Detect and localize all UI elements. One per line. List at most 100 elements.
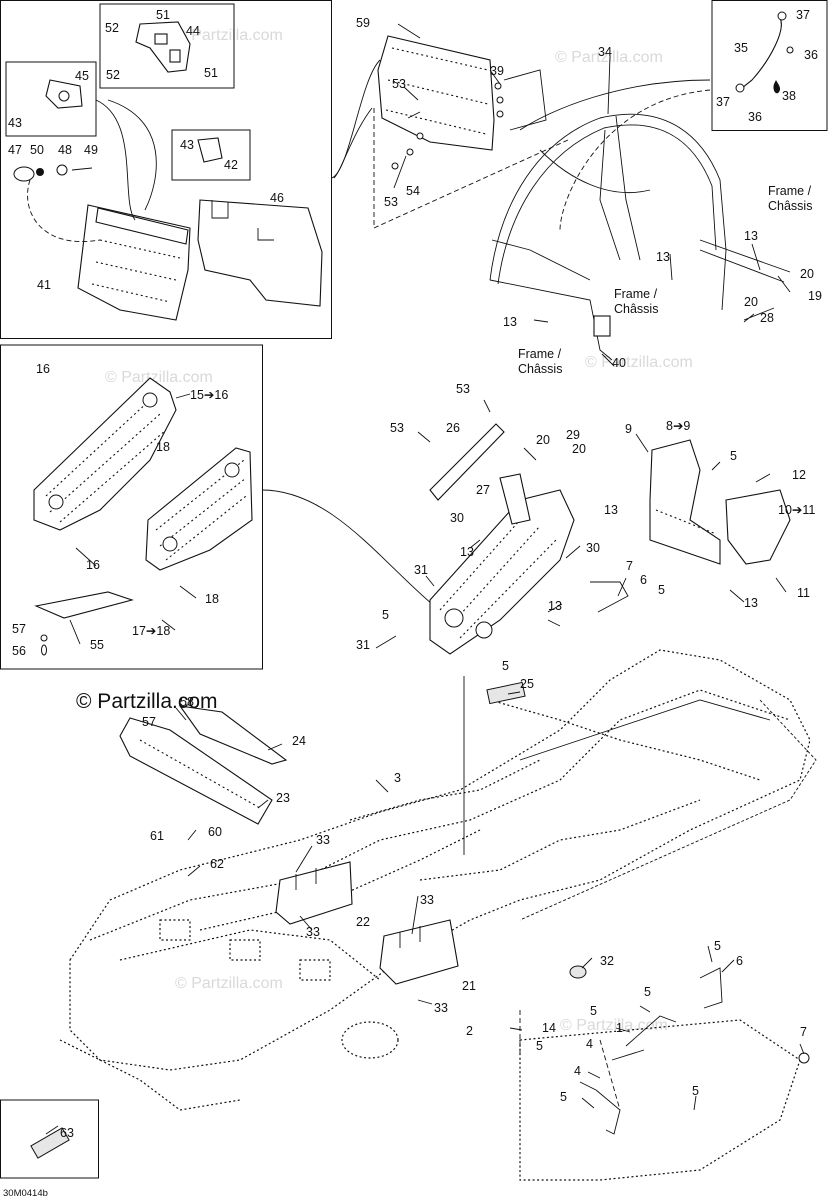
belt-inset — [711, 0, 828, 131]
right-bracket — [649, 439, 791, 565]
watermark-faint: © Partzilla.com — [555, 49, 663, 66]
label-5: 5 — [714, 939, 721, 953]
label-23: 23 — [276, 791, 290, 805]
watermark-faint: © Partzilla.com — [175, 27, 283, 44]
label-62: 62 — [210, 857, 224, 871]
label-18: 18 — [205, 592, 219, 606]
label-12: 12 — [792, 468, 806, 482]
diagram-code: 30M0414b — [3, 1188, 48, 1199]
label-60: 60 — [208, 825, 222, 839]
roll-cage — [489, 79, 791, 361]
label-33: 33 — [316, 833, 330, 847]
label-6: 6 — [640, 573, 647, 587]
label-14: 14 — [542, 1021, 556, 1035]
label-42: 42 — [224, 158, 238, 172]
label-53: 53 — [392, 77, 406, 91]
label-13: 13 — [503, 315, 517, 329]
label-24: 24 — [292, 734, 306, 748]
linkage-parts — [519, 581, 810, 1135]
label-50: 50 — [30, 143, 44, 157]
label-1: 1 — [616, 1021, 623, 1035]
label-45: 45 — [75, 69, 89, 83]
label-37: 37 — [796, 8, 810, 22]
label-41: 41 — [37, 278, 51, 292]
label-5: 5 — [590, 1004, 597, 1018]
note-frame-low-2: Châssis — [518, 362, 562, 376]
label-32: 32 — [600, 954, 614, 968]
label-16: 16 — [36, 362, 50, 376]
label-5: 5 — [382, 608, 389, 622]
watermark-faint: © Partzilla.com — [175, 975, 283, 992]
watermark-faint: © Partzilla.com — [560, 1017, 668, 1034]
label-57: 57 — [142, 715, 156, 729]
label-49: 49 — [84, 143, 98, 157]
label-30: 30 — [450, 511, 464, 525]
label-40: 40 — [612, 356, 626, 370]
label-53: 53 — [456, 382, 470, 396]
label-58: 58 — [180, 695, 194, 709]
label-4: 4 — [574, 1064, 581, 1078]
label-31: 31 — [356, 638, 370, 652]
label-46: 46 — [270, 191, 284, 205]
label-16: 16 — [86, 558, 100, 572]
label-5: 5 — [658, 583, 665, 597]
label-7: 7 — [800, 1025, 807, 1039]
leader-lines — [45, 23, 805, 1135]
label-39: 39 — [490, 64, 504, 78]
label-5: 5 — [560, 1090, 567, 1104]
label-3: 3 — [394, 771, 401, 785]
center-panel — [429, 423, 575, 855]
label-9: 9 — [625, 422, 632, 436]
label-29: 29 — [566, 428, 580, 442]
label-26: 26 — [446, 421, 460, 435]
label-51: 51 — [204, 66, 218, 80]
label-33: 33 — [306, 925, 320, 939]
label-48: 48 — [58, 143, 72, 157]
label-7: 7 — [626, 559, 633, 573]
label-13: 13 — [744, 229, 758, 243]
label-51: 51 — [156, 8, 170, 22]
label-36: 36 — [804, 48, 818, 62]
label-5: 5 — [536, 1039, 543, 1053]
label-43: 43 — [8, 116, 22, 130]
label-6: 6 — [736, 954, 743, 968]
part-labels: 52 51 44 52 51 45 43 43 42 47 50 48 49 4… — [8, 8, 822, 1140]
label-4: 4 — [586, 1037, 593, 1051]
label-13: 13 — [460, 545, 474, 559]
label-37: 37 — [716, 95, 730, 109]
label-20: 20 — [800, 267, 814, 281]
label-5: 5 — [644, 985, 651, 999]
note-frame-mid-1: Frame / — [614, 287, 658, 301]
label-2: 2 — [466, 1024, 473, 1038]
label-21: 21 — [462, 979, 476, 993]
label-44: 44 — [186, 24, 200, 38]
label-20: 20 — [744, 295, 758, 309]
shields — [30, 681, 587, 1159]
watermark-faint: © Partzilla.com — [585, 354, 693, 371]
label-59: 59 — [356, 16, 370, 30]
note-frame-top-1: Frame / — [768, 184, 812, 198]
watermark-faint: © Partzilla.com — [105, 369, 213, 386]
label-5: 5 — [692, 1084, 699, 1098]
label-34: 34 — [598, 45, 612, 59]
label-20: 20 — [572, 442, 586, 456]
label-57: 57 — [12, 622, 26, 636]
label-5: 5 — [730, 449, 737, 463]
label-19: 19 — [808, 289, 822, 303]
label-63: 63 — [60, 1126, 74, 1140]
label-43: 43 — [180, 138, 194, 152]
label-17-18: 17➔18 — [132, 624, 170, 638]
watermark-main: © Partzilla.com — [76, 690, 218, 713]
label-47: 47 — [8, 143, 22, 157]
label-55: 55 — [90, 638, 104, 652]
main-chassis — [59, 649, 817, 1181]
note-frame-mid-2: Châssis — [614, 302, 658, 316]
rear-shield-assembly — [333, 35, 569, 229]
label-28: 28 — [760, 311, 774, 325]
label-36: 36 — [748, 110, 762, 124]
label-52: 52 — [105, 21, 119, 35]
faint-watermarks: © Partzilla.com © Partzilla.com © Partzi… — [105, 27, 693, 1034]
label-15-16: 15➔16 — [190, 388, 228, 402]
label-38: 38 — [782, 89, 796, 103]
